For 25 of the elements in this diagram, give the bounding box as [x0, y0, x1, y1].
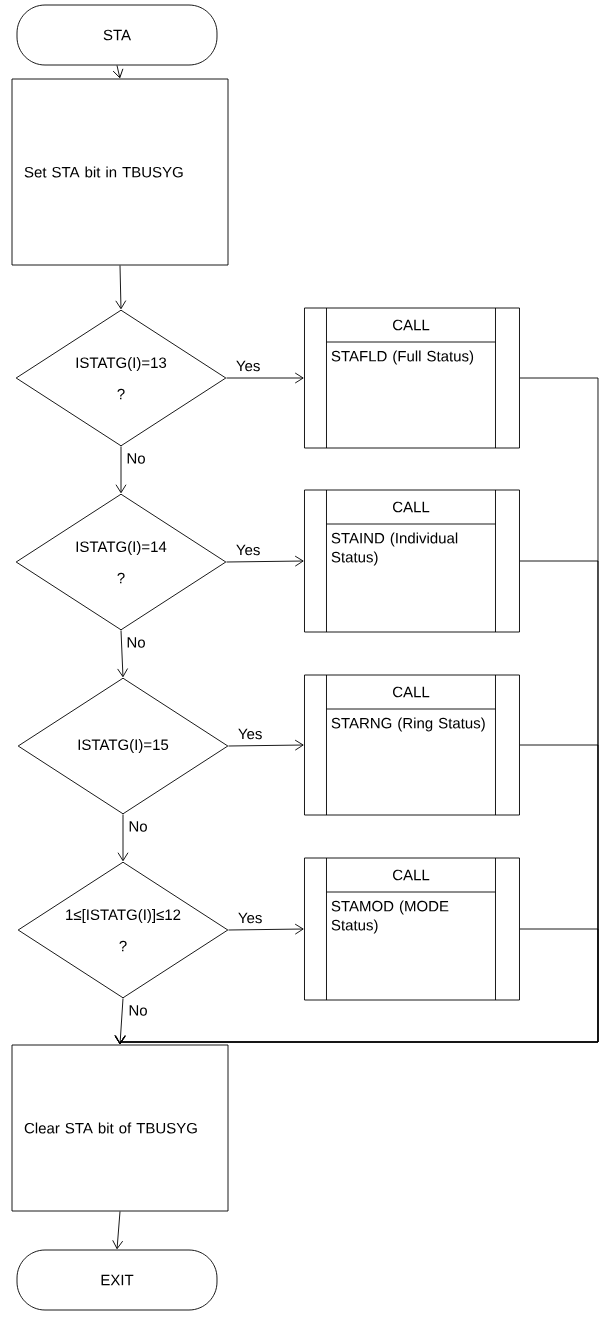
edge-label: Yes — [236, 911, 264, 925]
edge-label: No — [125, 636, 147, 649]
arrow — [115, 265, 127, 310]
arrow — [226, 372, 304, 384]
edge-label: Yes — [236, 727, 264, 741]
subroutine-box: CALL STAIND (Individual Status) — [304, 489, 520, 633]
arrow — [117, 630, 129, 678]
subroutine-box: CALL STAMOD (MODE Status) — [304, 857, 520, 1001]
edge-label: Yes — [234, 543, 262, 557]
subroutine-box: CALL STAFLD (Full Status) — [304, 307, 520, 449]
arrow — [228, 739, 304, 751]
edge-label: No — [125, 452, 147, 465]
arrow — [115, 446, 127, 494]
arrow — [114, 928, 599, 1045]
arrow — [112, 1211, 124, 1250]
arrow — [112, 65, 124, 79]
edge-label: No — [127, 1004, 149, 1017]
arrow — [228, 923, 304, 935]
process-box: Clear STA bit of TBUSYG — [11, 1044, 229, 1212]
edge-label: No — [127, 820, 149, 833]
subroutine-box: CALL STARNG (Ring Status) — [304, 674, 520, 816]
arrow — [226, 555, 304, 567]
process-box: Set STA bit in TBUSYG — [11, 78, 229, 266]
arrow — [117, 814, 129, 862]
edge-label: Yes — [234, 359, 262, 373]
